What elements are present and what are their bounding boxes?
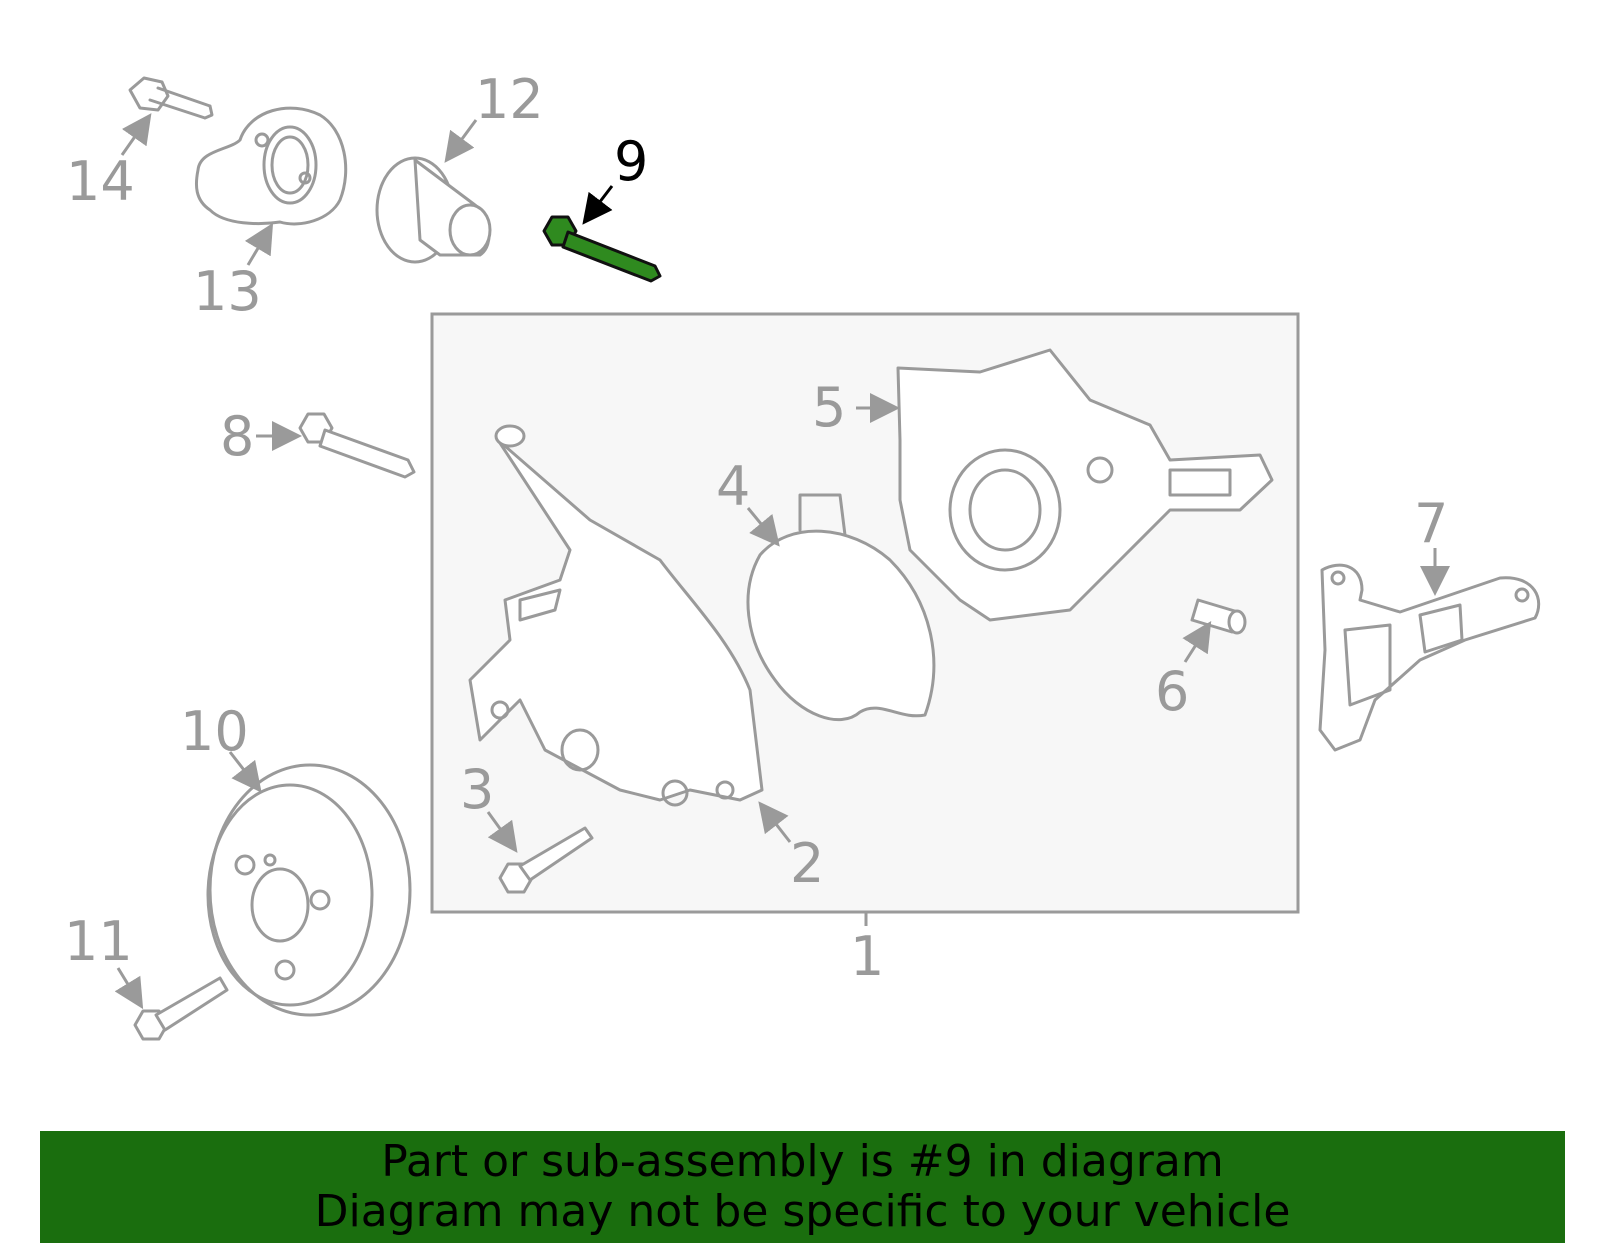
part-14-bolt[interactable] (128, 76, 214, 120)
part-3-bolt[interactable] (498, 826, 594, 894)
leader-3 (486, 811, 518, 853)
callout-1: 1 (850, 925, 884, 988)
leader-4 (746, 507, 780, 547)
callout-9: 9 (614, 130, 648, 193)
callout-2: 2 (790, 832, 824, 895)
part-12-thermostat[interactable] (375, 156, 492, 264)
leader-9 (582, 185, 614, 225)
part-8-bolt[interactable] (298, 412, 416, 479)
leader-6 (1182, 620, 1212, 663)
part-7-gasket[interactable] (1318, 563, 1541, 752)
callout-8: 8 (220, 405, 254, 468)
callout-5: 5 (812, 376, 846, 439)
leader-14 (120, 113, 152, 156)
part-11-bolt[interactable] (133, 976, 229, 1041)
callout-7: 7 (1414, 492, 1448, 555)
callout-10: 10 (180, 700, 249, 763)
banner-line-1: Part or sub-assembly is #9 in diagram (381, 1136, 1224, 1187)
callout-3: 3 (460, 758, 494, 821)
leader-2 (758, 801, 792, 843)
leader-12 (444, 119, 478, 163)
part-10-pulley[interactable] (206, 763, 412, 1017)
callout-6: 6 (1155, 660, 1189, 723)
leader-10 (228, 751, 262, 793)
callout-14: 14 (66, 150, 135, 213)
part-5-housing[interactable] (896, 348, 1274, 622)
leader-11 (114, 967, 144, 1010)
part-2-water-pump[interactable] (468, 424, 764, 807)
callout-4: 4 (716, 455, 750, 518)
callout-13: 13 (193, 260, 262, 323)
part-4-gasket[interactable] (746, 493, 936, 722)
callout-12: 12 (475, 68, 544, 131)
info-banner: Part or sub-assembly is #9 in diagram Di… (40, 1131, 1565, 1243)
banner-line-2: Diagram may not be specific to your vehi… (314, 1186, 1291, 1237)
part-6-dowel[interactable] (1190, 598, 1247, 635)
part-9-bolt[interactable] (542, 215, 662, 283)
part-13-housing[interactable] (195, 106, 348, 226)
callout-11: 11 (64, 910, 133, 973)
leader-13 (244, 222, 274, 266)
